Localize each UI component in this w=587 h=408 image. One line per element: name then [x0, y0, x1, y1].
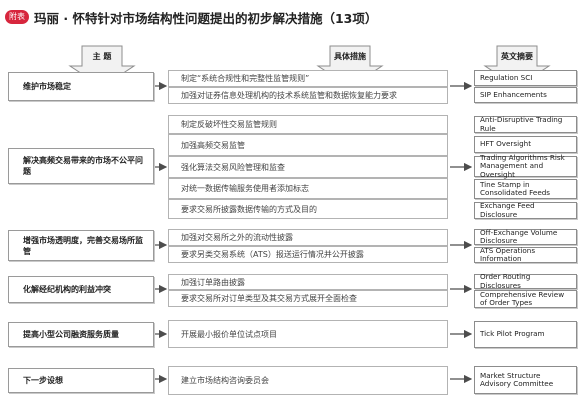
english-summary-item: Comprehensive Review of Order Types: [474, 290, 577, 308]
measure-item: 加强对交易所之外的流动性披露: [168, 229, 448, 246]
english-summary-item: Market Structure Advisory Committee: [474, 366, 577, 394]
measure-item: 加强订单路由披露: [168, 274, 448, 290]
theme-box-broker-conflicts: 化解经纪机构的利益冲突: [8, 276, 154, 303]
theme-box-small-company-financing: 提高小型公司融资服务质量: [8, 322, 154, 347]
english-summary-item: ATS Operations Information: [474, 246, 577, 263]
page-title: 玛丽 · 怀特针对市场结构性问题提出的初步解决措施（13项）: [34, 11, 378, 26]
english-summary-item: Exchange Feed Disclosure: [474, 201, 577, 219]
theme-label: 化解经纪机构的利益冲突: [23, 285, 111, 294]
theme-box-market-stability: 维护市场稳定: [8, 72, 154, 101]
theme-box-hft-fairness: 解决高频交易带来的市场不公平问题: [8, 148, 154, 184]
theme-box-transparency: 增强市场透明度，完善交易场所监管: [8, 230, 154, 261]
measure-item: 制定反破坏性交易监管规则: [168, 115, 448, 134]
measure-item: 加强高频交易监管: [168, 134, 448, 156]
theme-box-next-steps: 下一步设想: [8, 368, 154, 393]
measure-item: 要求交易所对订单类型及其交易方式展开全面检查: [168, 290, 448, 307]
measure-item: 制定“系统合规性和完整性监管规则”: [168, 70, 448, 87]
measure-item: 强化算法交易风险管理和监查: [168, 156, 448, 178]
measures-header: 具体措施: [334, 52, 366, 61]
english-summary-item: SIP Enhancements: [474, 87, 577, 103]
english-summary-item: Tine Stamp in Consolidated Feeds: [474, 179, 577, 199]
english-summary-item: Anti-Disruptive Trading Rule: [474, 115, 577, 133]
theme-header: 主 题: [92, 52, 112, 61]
appendix-tag: 附表: [5, 10, 29, 24]
english-summary-item: Trading Algorithms Risk Management and O…: [474, 153, 577, 178]
english-summary-item: Order Routing Disclosures: [474, 272, 577, 289]
measure-item: 加强对证券信息处理机构的技术系统监管和数据恢复能力要求: [168, 87, 448, 104]
measure-item: 要求交易所披露数据传输的方式及目的: [168, 199, 448, 219]
theme-label: 维护市场稳定: [23, 82, 71, 91]
theme-label: 下一步设想: [23, 376, 63, 385]
measure-item: 对统一数据传输服务使用者添加标志: [168, 178, 448, 199]
measure-item: 建立市场结构咨询委员会: [168, 366, 448, 395]
measure-item: 开展最小报价单位试点项目: [168, 320, 448, 348]
english-summary-item: HFT Oversight: [474, 136, 577, 153]
theme-label: 提高小型公司融资服务质量: [23, 330, 119, 339]
english-summary-item: Tick Pilot Program: [474, 321, 577, 348]
theme-label: 增强市场透明度，完善交易场所监管: [23, 235, 143, 256]
theme-label: 解决高频交易带来的市场不公平问题: [23, 156, 143, 176]
english-summary-item: Off-Exchange Volume Disclosure: [474, 228, 577, 245]
english-summary-item: Regulation SCI: [474, 70, 577, 86]
measure-item: 要求另类交易系统（ATS）报送运行情况并公开披露: [168, 246, 448, 263]
english-header: 英文摘要: [501, 52, 533, 61]
